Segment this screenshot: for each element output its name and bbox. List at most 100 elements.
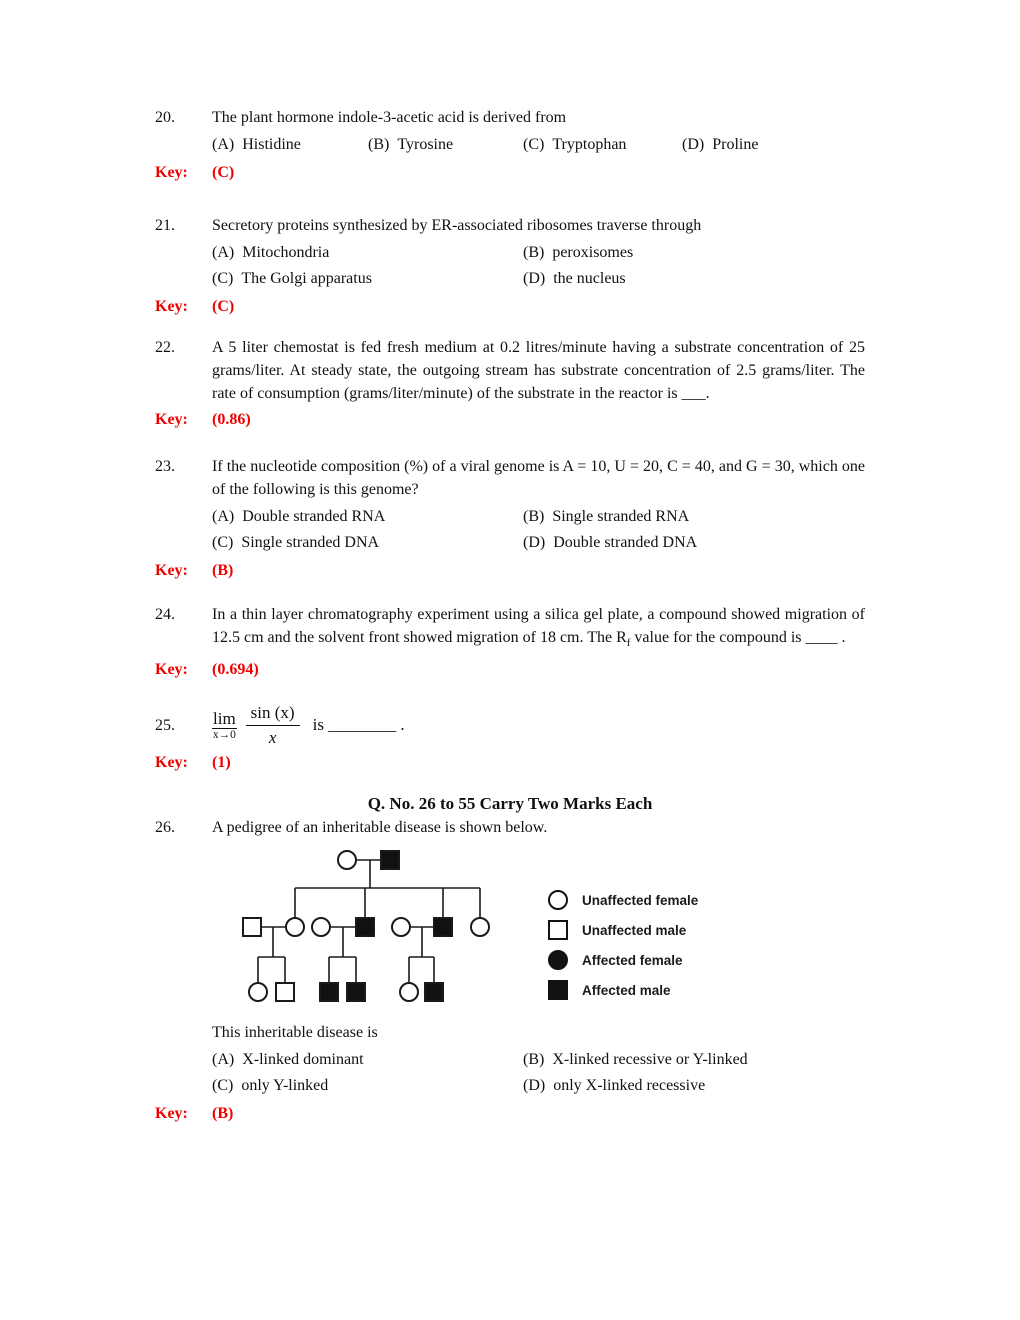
option-label: (C): [523, 136, 545, 153]
option-b: (B)Single stranded RNA: [523, 504, 865, 530]
option-label: (A): [212, 1051, 235, 1069]
answer-key-row: Key: (0.694): [155, 657, 865, 683]
section-header: Q. No. 26 to 55 Carry Two Marks Each: [367, 794, 653, 814]
options: (A) Histidine (B)Tyrosine (C) Tryptophan (…: [212, 132, 865, 158]
key-label: Key:: [155, 754, 188, 772]
question-text: A 5 liter chemostat is fed fresh medium …: [212, 339, 865, 402]
legend-item: Unaffected female: [548, 885, 698, 915]
option-text: Tryptophan: [552, 136, 627, 153]
legend-label: Unaffected male: [582, 922, 687, 938]
legend-label: Unaffected female: [582, 892, 699, 908]
legend-item: Affected female: [548, 945, 698, 975]
legend-item: Unaffected male: [548, 915, 698, 945]
key-value: (C): [212, 298, 235, 315]
unaffected-female-symbol: [311, 917, 331, 938]
option-label: (C): [212, 534, 234, 551]
question-number: 23.: [155, 458, 175, 475]
option-text: only Y-linked: [241, 1077, 329, 1095]
key-value: (1): [212, 754, 231, 772]
formula-suffix: is ________ .: [312, 715, 405, 735]
question-text: Secretory proteins synthesized by ER-ass…: [212, 217, 702, 234]
option-c: (C)The Golgi apparatus: [212, 266, 523, 292]
option-a: (A) Histidine: [212, 132, 368, 158]
key-label: Key:: [155, 164, 188, 181]
question-21: 21. Secretory proteins synthesized by ER…: [155, 214, 865, 320]
unaffected-male-symbol: [275, 982, 295, 1003]
option-text: peroxisomes: [552, 244, 634, 261]
key-value: (0.86): [212, 411, 251, 428]
key-label: Key:: [155, 411, 188, 428]
unaffected-female-symbol: [470, 917, 490, 938]
affected-male-symbol: [424, 982, 444, 1003]
option-b: (B)Tyrosine: [368, 132, 523, 158]
option-text: Mitochondria: [242, 244, 330, 261]
options: (A) X-linked dominant (B)X-linked recessi…: [212, 1047, 865, 1099]
question-number: 26.: [155, 819, 175, 837]
unaffected-female-symbol: [337, 850, 357, 871]
answer-key-row: Key: (C): [155, 294, 865, 320]
key-value: (C): [212, 164, 235, 181]
affected-male-symbol: [380, 850, 400, 871]
question-number: 22.: [155, 339, 175, 356]
affected-female-icon: [548, 950, 568, 971]
key-value: (B): [212, 1105, 234, 1123]
lim-subscript: x→0: [212, 728, 236, 741]
option-label: (B): [523, 1051, 545, 1069]
answer-key-row: Key: (1): [155, 750, 865, 776]
answer-key-row: Key: (B): [155, 558, 865, 584]
limit-formula: lim x→0 sin (x) x is ________ .: [212, 702, 405, 748]
option-a: (A)Double stranded RNA: [212, 504, 523, 530]
option-label: (D): [523, 1077, 546, 1095]
affected-male-symbol: [433, 917, 453, 938]
affected-male-symbol: [346, 982, 366, 1003]
question-text: In a thin layer chromatography experimen…: [212, 603, 865, 655]
question-number: 24.: [155, 606, 175, 623]
option-text: Double stranded DNA: [553, 534, 698, 551]
legend-label: Affected female: [582, 952, 683, 968]
key-value: (0.694): [212, 661, 259, 679]
unaffected-female-symbol: [391, 917, 411, 938]
answer-key-row: Key: (B): [155, 1101, 865, 1127]
unaffected-female-symbol: [248, 982, 268, 1003]
unaffected-male-symbol: [242, 917, 262, 938]
option-label: (D): [682, 136, 705, 153]
question-text-part: In a thin layer chromatography experimen…: [212, 606, 865, 646]
option-text: the nucleus: [553, 270, 626, 287]
option-label: (D): [523, 270, 546, 287]
question-23: 23. If the nucleotide composition (%) of…: [155, 455, 865, 584]
lim-text: lim: [212, 708, 237, 729]
option-label: (D): [523, 534, 546, 551]
fraction-numerator: sin (x): [245, 702, 300, 727]
options: (A)Double stranded RNA (B)Single strande…: [212, 504, 865, 556]
option-c: (C) Tryptophan: [523, 132, 682, 158]
option-d: (D)Proline: [682, 132, 865, 158]
option-d: (D) Double stranded DNA: [523, 530, 865, 556]
question-text: This inheritable disease is: [212, 1024, 378, 1042]
question-number: 21.: [155, 217, 175, 234]
fraction-denominator: x: [268, 728, 277, 748]
question-text: The plant hormone indole-3-acetic acid i…: [212, 109, 567, 126]
fraction: sin (x) x: [245, 702, 300, 748]
key-label: Key:: [155, 562, 188, 579]
option-d: (D) the nucleus: [523, 266, 865, 292]
question-25: 25. lim x→0 sin (x) x is ________ . Key:…: [155, 702, 865, 776]
question-number: 20.: [155, 109, 175, 126]
option-text: X-linked dominant: [242, 1051, 364, 1069]
unaffected-female-symbol: [285, 917, 305, 938]
unaffected-female-icon: [548, 890, 568, 911]
lim-operator: lim x→0: [212, 709, 237, 742]
options: (A)Mitochondria (B)peroxisomes (C)The Go…: [212, 240, 865, 292]
question-number: 25.: [155, 716, 175, 734]
legend-item: Affected male: [548, 975, 698, 1005]
option-label: (A): [212, 136, 235, 153]
option-b: (B)peroxisomes: [523, 240, 865, 266]
unaffected-male-icon: [548, 920, 568, 941]
affected-male-symbol: [319, 982, 339, 1003]
option-b: (B)X-linked recessive or Y-linked: [523, 1047, 865, 1073]
option-text: Histidine: [242, 136, 301, 153]
answer-key-row: Key: (0.86): [155, 407, 865, 433]
option-text: Tyrosine: [397, 136, 454, 153]
pedigree-legend: Unaffected female Unaffected male Affect…: [548, 845, 698, 1007]
question-20: 20. The plant hormone indole-3-acetic ac…: [155, 106, 865, 186]
pedigree-diagram: [242, 850, 490, 1003]
